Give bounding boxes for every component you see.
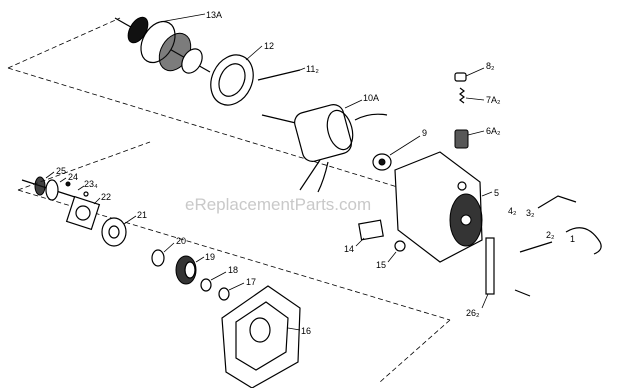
spacer-drawing [200, 271, 227, 292]
label-4: 4₂ [508, 206, 517, 216]
watermark-text: eReplacementParts.com [185, 195, 371, 214]
label-2: 2₂ [546, 230, 555, 240]
label-20: 20 [176, 236, 186, 246]
label-25: 25 [56, 166, 66, 176]
retaining-ring-drawing [151, 242, 175, 267]
label-16: 16 [301, 326, 311, 336]
label-11: 11₂ [306, 64, 319, 74]
label-13A: 13A [206, 10, 222, 20]
screws-top-drawing [257, 67, 306, 125]
label-24: 24 [68, 172, 78, 182]
seal-plate-drawing [65, 195, 101, 231]
gear-case-drawing [221, 285, 301, 388]
label-18: 18 [228, 265, 238, 275]
brush-parts-drawing [454, 67, 485, 149]
label-7A: 7A₂ [486, 95, 501, 105]
label-1: 1 [570, 234, 575, 244]
end-plate-drawing [210, 45, 263, 106]
gear-drawing [175, 255, 205, 285]
label-21: 21 [137, 210, 147, 220]
cord-bracket-drawing [481, 227, 602, 309]
label-14: 14 [344, 244, 354, 254]
label-10A: 10A [363, 93, 379, 103]
motor-housing-drawing [394, 151, 493, 263]
label-12: 12 [264, 41, 274, 51]
nameplate-bushing-drawing [355, 219, 406, 263]
label-9: 9 [422, 128, 427, 138]
pinion-shaft-drawing [21, 171, 89, 201]
label-17: 17 [246, 277, 256, 287]
cord-clamp-drawing [537, 195, 577, 209]
label-5: 5 [494, 188, 499, 198]
bushing-drawing [218, 282, 245, 301]
label-15: 15 [376, 260, 386, 270]
bearing-drawing [372, 135, 421, 171]
label-3: 3₂ [526, 208, 535, 218]
armature-drawing [114, 13, 211, 74]
label-6A: 6A₂ [486, 126, 501, 136]
label-19: 19 [205, 252, 215, 262]
field-coil-drawing [294, 99, 388, 193]
label-23: 23₄ [84, 179, 98, 189]
label-22: 22 [101, 192, 111, 202]
bearing-21-drawing [101, 215, 137, 247]
label-26: 26₂ [466, 308, 480, 318]
label-8: 8₂ [486, 61, 495, 71]
